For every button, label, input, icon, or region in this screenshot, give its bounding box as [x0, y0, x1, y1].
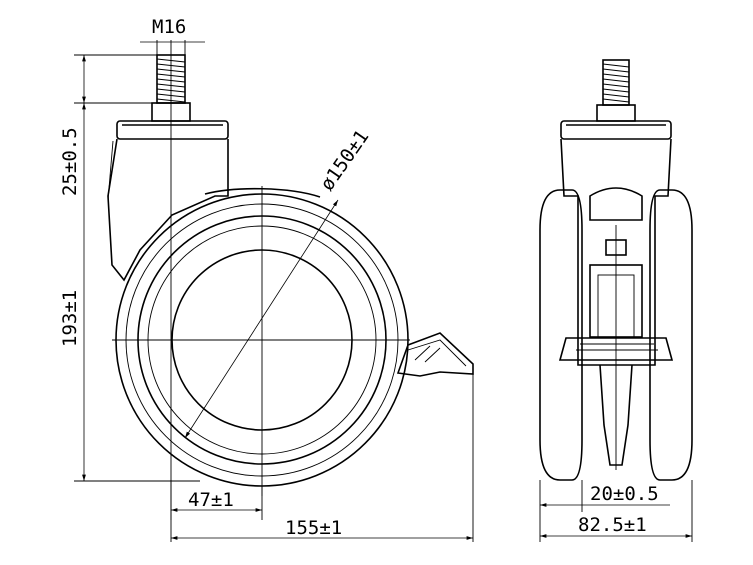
brake-lever — [396, 332, 474, 377]
stem-height-label: 25±0.5 — [59, 127, 81, 196]
total-length-label: 155±1 — [285, 517, 342, 539]
swivel-head — [107, 120, 229, 282]
diameter-label: ø150±1 — [316, 126, 373, 195]
wheel — [112, 186, 410, 496]
overall-width-label: 82.5±1 — [578, 514, 647, 536]
thread-label: M16 — [152, 16, 186, 38]
front-view — [539, 59, 693, 481]
side-view — [107, 40, 474, 520]
dimension-lines — [74, 40, 693, 542]
wheel-width-label: 20±0.5 — [590, 483, 659, 505]
offset-label: 47±1 — [188, 489, 234, 511]
total-height-label: 193±1 — [59, 290, 81, 347]
